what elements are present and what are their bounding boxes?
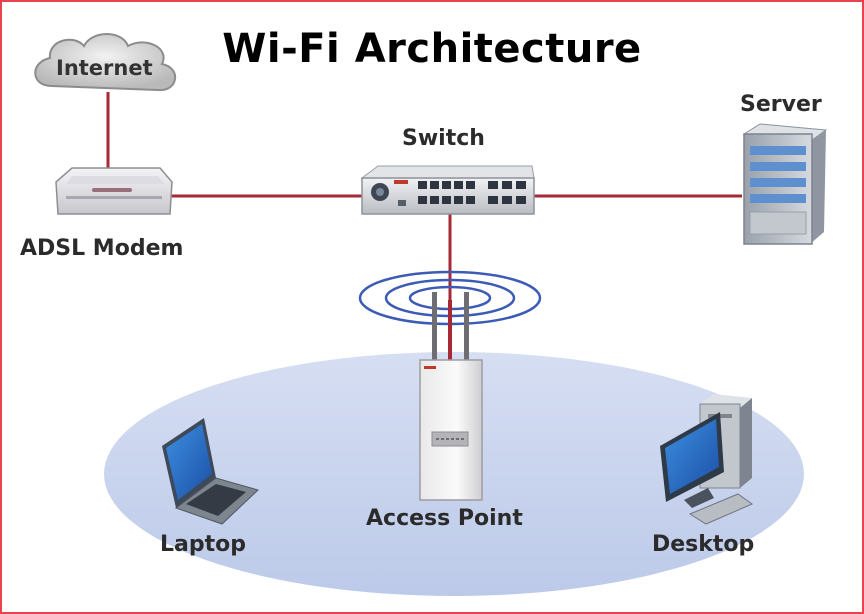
desktop-label: Desktop: [652, 532, 755, 557]
access-point-label: Access Point: [366, 506, 523, 531]
adsl-modem-icon: [55, 167, 173, 215]
desktop-icon: [660, 394, 754, 525]
internet-cloud-icon: [34, 33, 177, 92]
diagram-title: Wi-Fi Architecture: [222, 26, 642, 72]
laptop-label: Laptop: [160, 532, 246, 557]
internet-label: Internet: [56, 56, 153, 80]
server-label: Server: [740, 92, 822, 117]
laptop-icon: [162, 418, 259, 525]
access-point-icon: [419, 292, 483, 501]
switch-label: Switch: [402, 126, 485, 151]
switch-icon: [360, 165, 535, 215]
server-icon: [742, 123, 828, 245]
modem-label: ADSL Modem: [20, 236, 184, 261]
